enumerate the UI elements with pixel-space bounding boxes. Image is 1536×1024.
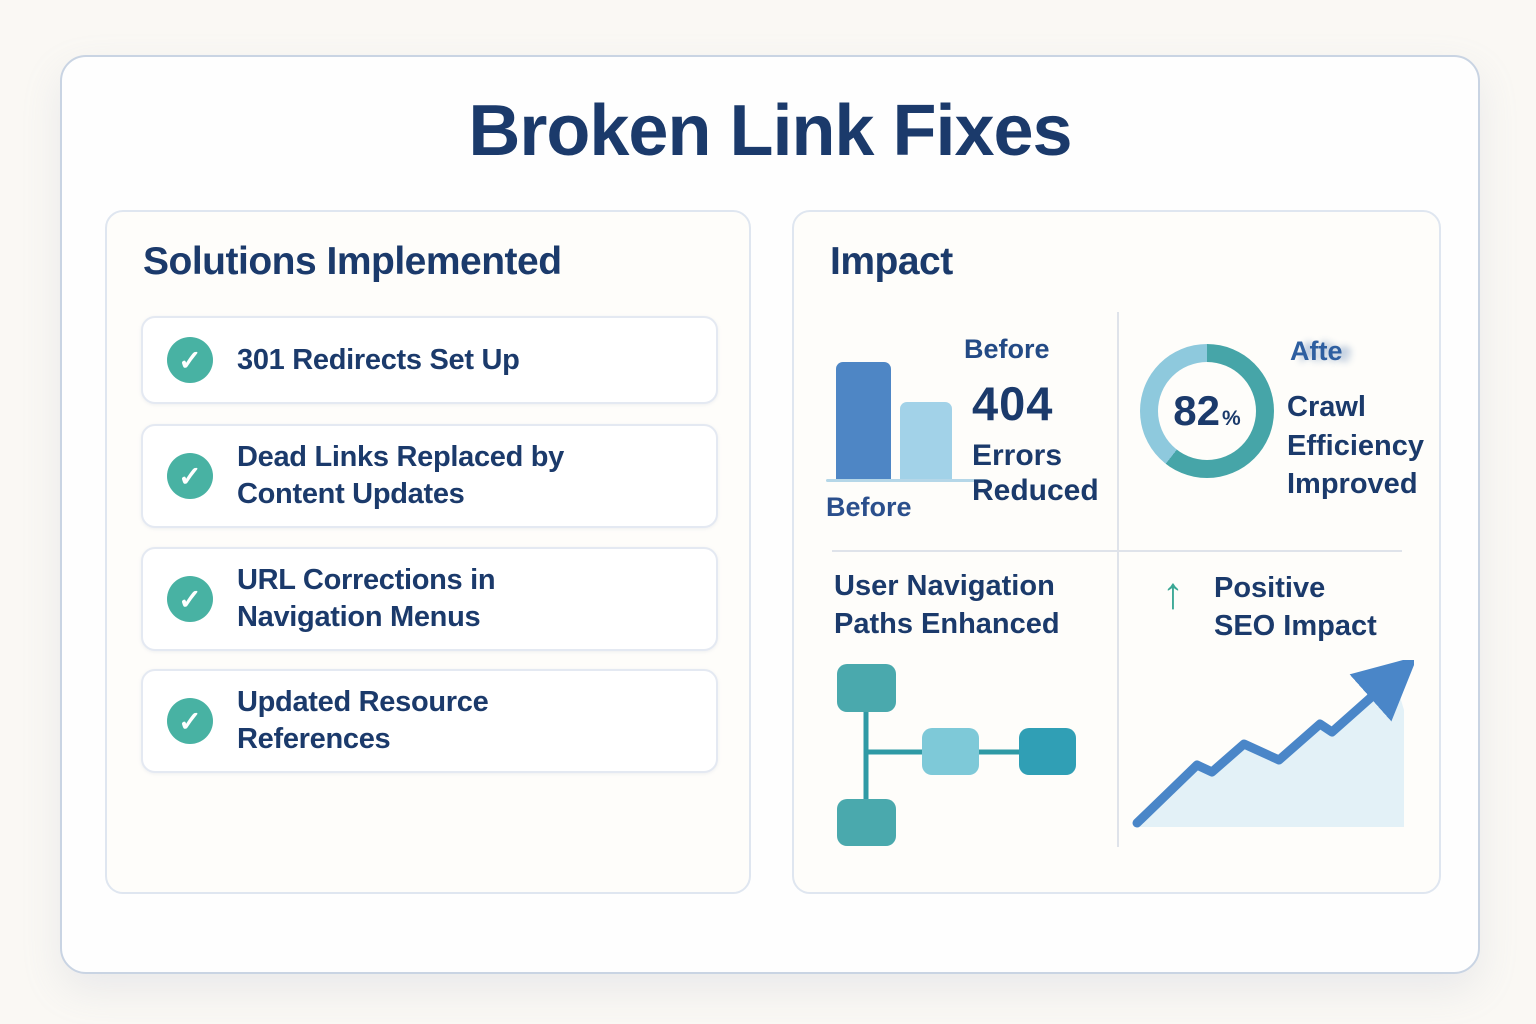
checklist-item-label: URL Corrections in Navigation Menus [237, 564, 496, 633]
quadrant-divider-vertical [1117, 312, 1119, 847]
flow-node-bottom [837, 799, 896, 846]
check-icon: ✓ [167, 576, 213, 622]
donut-percent-sign: % [1222, 407, 1241, 430]
checklist-item: ✓ URL Corrections in Navigation Menus [141, 547, 718, 651]
quadrant-divider-horizontal [832, 550, 1402, 552]
donut-center-label: 82 % [1173, 387, 1240, 435]
up-arrow-icon: ↑ [1162, 569, 1184, 618]
seo-trend-chart [1132, 660, 1414, 828]
bar-before [836, 362, 891, 480]
crawl-efficiency-donut: 82 % [1140, 344, 1274, 478]
checklist-item-label: 301 Redirects Set Up [237, 343, 520, 376]
checklist-item-label: Updated Resource References [237, 686, 489, 755]
check-icon: ✓ [167, 453, 213, 499]
errors-caption: Errors Reduced [972, 439, 1099, 508]
seo-caption: Positive SEO Impact [1214, 572, 1377, 642]
checklist-item-label: Dead Links Replaced by Content Updates [237, 441, 565, 510]
check-icon: ✓ [167, 337, 213, 383]
errors-before-label: Before [964, 334, 1050, 364]
check-icon: ✓ [167, 698, 213, 744]
flow-node-top [837, 664, 896, 712]
checklist-item: ✓ 301 Redirects Set Up [141, 316, 718, 404]
navigation-flowchart [837, 664, 1076, 846]
trend-line [1132, 660, 1414, 828]
page-title: Broken Link Fixes [468, 91, 1072, 171]
trend-area-fill [1137, 677, 1404, 827]
flow-node-middle [922, 728, 979, 775]
impact-panel: Impact Before Before 404 Errors Reduced … [792, 210, 1441, 894]
crawl-caption: Crawl Efficiency Improved [1287, 391, 1424, 501]
checklist-item: ✓ Dead Links Replaced by Content Updates [141, 424, 718, 528]
bar-after [900, 402, 952, 480]
flow-node-right [1019, 728, 1076, 775]
bar-axis-label: Before [826, 492, 912, 522]
checklist-item: ✓ Updated Resource References [141, 669, 718, 773]
donut-percent-value: 82 [1173, 387, 1221, 434]
navigation-caption: User Navigation Paths Enhanced [834, 570, 1060, 640]
solutions-heading: Solutions Implemented [143, 240, 562, 283]
errors-stat: 404 [972, 377, 1054, 430]
infographic-card: Broken Link Fixes Solutions Implemented … [60, 55, 1480, 974]
solutions-panel: Solutions Implemented ✓ 301 Redirects Se… [105, 210, 751, 894]
crawl-after-label: Afte [1290, 336, 1343, 366]
bar-chart-baseline [826, 479, 988, 482]
impact-heading: Impact [830, 240, 953, 283]
